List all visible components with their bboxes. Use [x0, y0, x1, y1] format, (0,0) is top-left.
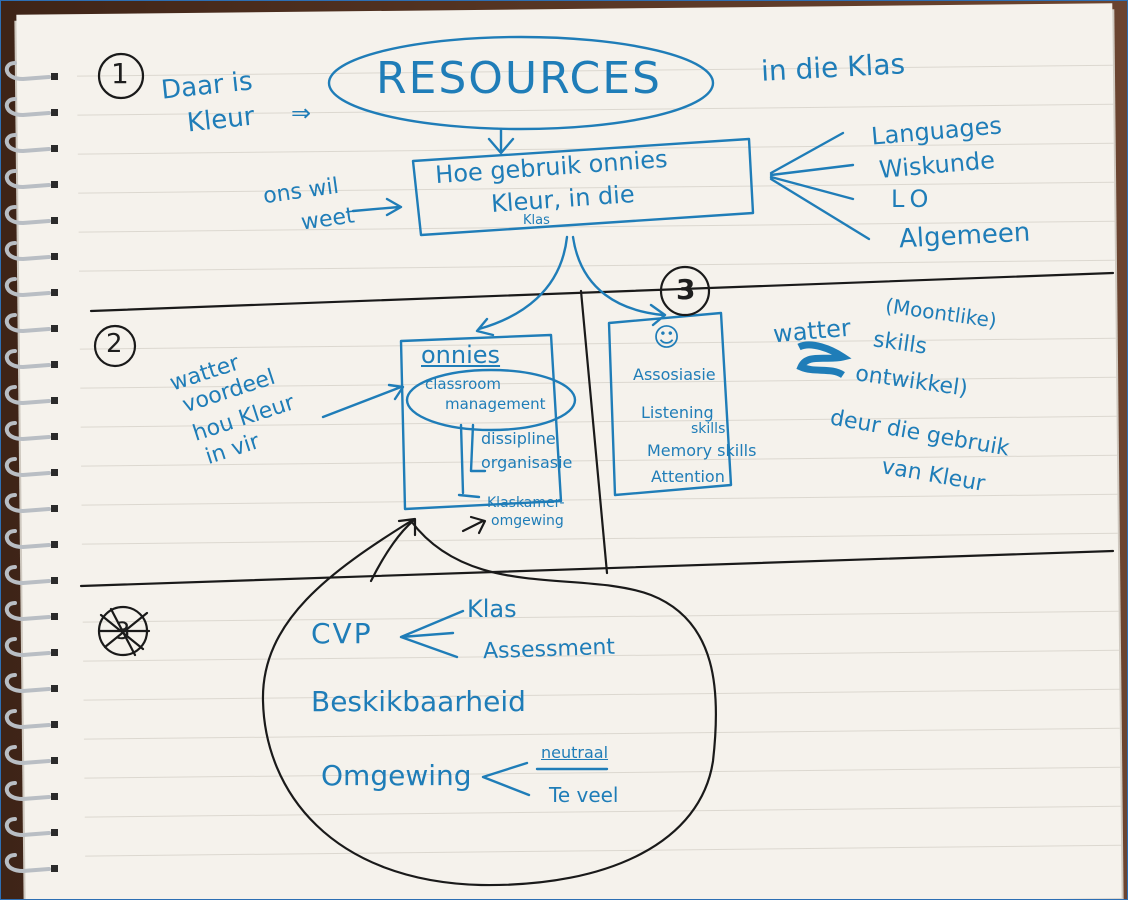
question-box	[411, 137, 755, 237]
skill-item-4: Memory skills	[647, 441, 757, 460]
split-arrow-left	[475, 235, 569, 337]
bubble-arrow-1	[369, 517, 417, 583]
neutraal-text: neutraal	[541, 743, 609, 762]
spiral-binding	[4, 61, 58, 874]
skill-item-2: Listening	[641, 403, 714, 422]
beskikbaarheid-text: Beskikbaarheid	[311, 685, 526, 718]
omgewing-branch	[481, 761, 609, 797]
subject-fan	[769, 131, 871, 241]
cvp-branch	[399, 609, 465, 659]
cross-out-marks	[97, 607, 151, 657]
onnies-box	[399, 333, 563, 511]
section-number-3: 3	[676, 273, 696, 306]
klaskamer-text: Klaskamer-	[487, 495, 565, 511]
number-circle-3	[659, 265, 711, 317]
split-arrow-right	[571, 235, 667, 327]
classroom-oval	[405, 368, 577, 432]
te-veel-text: Te veel	[549, 783, 619, 807]
kleur-arrow: ⇒	[291, 99, 312, 127]
skill-item-3: skills	[691, 421, 726, 437]
section-number-crossed: 3	[115, 617, 131, 645]
number-circle-1	[97, 52, 145, 100]
klas-text: Klas	[467, 595, 517, 623]
assessment-text: Assessment	[482, 634, 616, 665]
number-circle-2	[93, 324, 137, 368]
onnies-title: onnies	[421, 341, 501, 369]
organisasie-text: organisasie	[481, 453, 573, 472]
cvp-bubble	[261, 519, 718, 887]
section-number-1: 1	[111, 57, 129, 90]
question-line-3: Klas	[523, 213, 550, 228]
smiley-icon: ☺	[653, 323, 681, 353]
ons-wil-arrow	[351, 197, 403, 217]
resources-oval	[327, 35, 715, 131]
bracket-lines	[457, 423, 487, 499]
scribble	[796, 341, 852, 379]
skill-item-5: Attention	[651, 467, 725, 486]
subject-lo: LO	[891, 185, 935, 213]
bubble-arrow-2	[461, 515, 487, 535]
skill-item-1: Assosiasie	[633, 365, 716, 384]
skills-box	[607, 311, 733, 497]
divider-bottom	[79, 549, 1115, 588]
down-arrow	[487, 127, 515, 155]
resources-text: RESOURCES	[376, 53, 662, 104]
management-text: management	[445, 395, 546, 413]
divider-vertical	[579, 289, 609, 575]
cvp-text: CVP	[311, 617, 373, 650]
omgewing-text: Omgewing	[321, 759, 472, 792]
section-number-2: 2	[106, 329, 123, 359]
voordeel-arrow	[321, 383, 405, 419]
omgewing-text-small: omgewing	[491, 513, 564, 529]
discipline-text: dissipline	[481, 429, 556, 448]
classroom-text: classroom	[425, 375, 502, 393]
